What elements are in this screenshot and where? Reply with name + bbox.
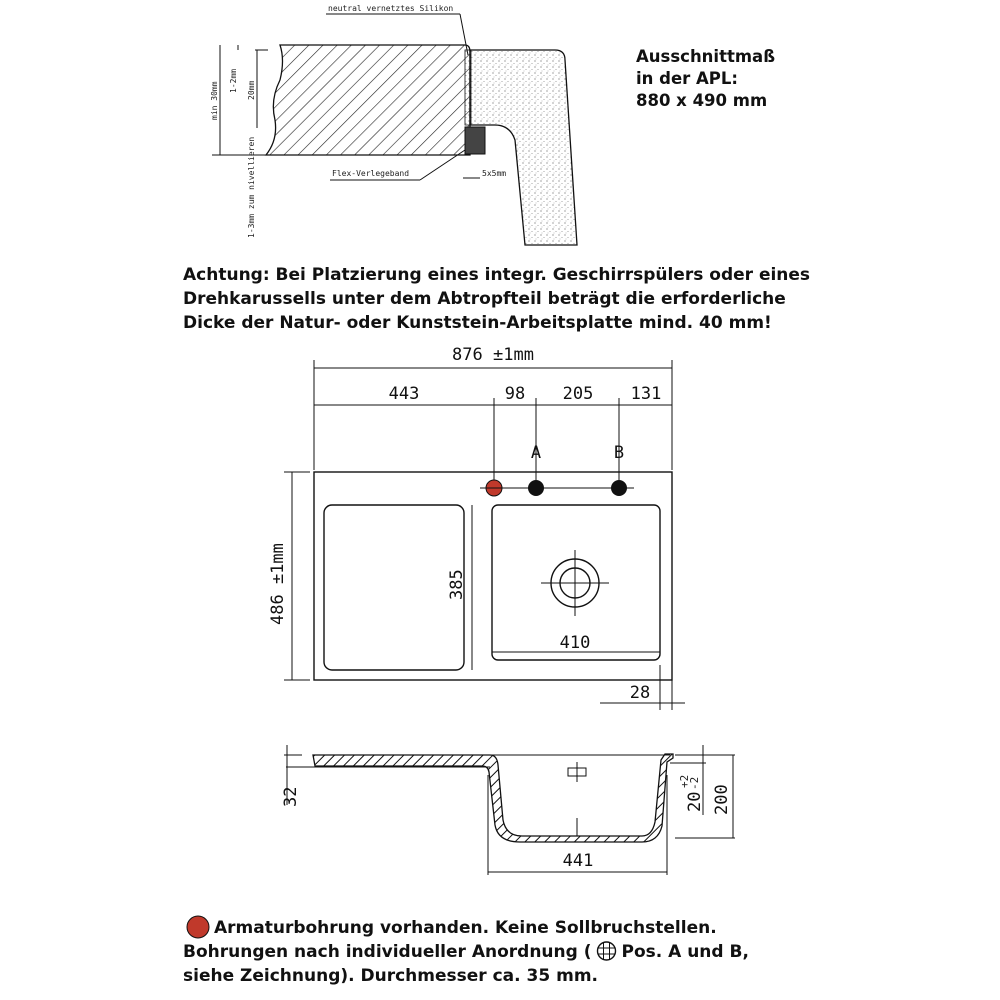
bowl-depth: 385 [447, 569, 467, 600]
warning-line3: Dicke der Natur- oder Kunststein-Arbeits… [183, 313, 772, 333]
position-a-label: A [531, 443, 541, 463]
dim-131: 131 [631, 384, 662, 404]
cutout-line1: Ausschnittmaß [636, 47, 775, 66]
edge-28: 28 [630, 683, 650, 703]
plan-dimensions: 876 ±1mm 443 98 205 131 A B [313, 345, 673, 480]
cutout-line2: in der APL: [636, 69, 738, 88]
thickness-label: 20mm [247, 81, 256, 100]
dim-443: 443 [389, 384, 420, 404]
total-width: 876 ±1mm [452, 345, 534, 365]
bowl-inner-441: 441 [563, 851, 594, 871]
footer-line1: Armaturbohrung vorhanden. Keine Sollbruc… [214, 918, 717, 938]
silicone-label: neutral vernetztes Silikon [328, 4, 453, 13]
sink-section-view: 32 20 +2 -2 200 441 [281, 745, 735, 875]
gap-label: 5x5mm [482, 169, 506, 178]
footer-line3: siehe Zeichnung). Durchmesser ca. 35 mm. [183, 966, 598, 986]
position-b-label: B [614, 443, 624, 463]
footer-notes: Armaturbohrung vorhanden. Keine Sollbruc… [183, 915, 749, 986]
footer-line2b: Pos. A und B, [622, 942, 749, 962]
overflow-20: 20 [685, 792, 705, 812]
min-thickness-label: min 30mm [210, 81, 219, 120]
tape-label: Flex-Verlegeband [332, 169, 409, 178]
gap-top-label: 1-2mm [229, 69, 238, 93]
drilling-position-icon [596, 941, 617, 961]
warning-line1: Achtung: Bei Platzierung eines integr. G… [183, 265, 810, 285]
warning-line2: Drehkarussells unter dem Abtropfteil bet… [183, 289, 786, 309]
dim-205: 205 [563, 384, 594, 404]
rim-32: 32 [281, 787, 301, 807]
level-label: 1-3mm zum nivellieren [247, 137, 256, 238]
footer-line2: Bohrungen nach individueller Anordnung ( [183, 942, 592, 962]
installation-detail: neutral vernetztes Silikon Flex-Verlegeb… [210, 4, 578, 246]
sink-plan-view: 486 ±1mm 385 410 28 [268, 471, 685, 710]
tolerance-minus: -2 [688, 777, 701, 790]
total-depth: 486 ±1mm [268, 543, 288, 625]
bowl-width: 410 [560, 633, 591, 653]
depth-200: 200 [712, 784, 732, 815]
cutout-dimensions: 880 x 490 mm [636, 91, 767, 110]
tap-hole-legend-icon [186, 915, 210, 939]
dim-98: 98 [505, 384, 525, 404]
tolerance-plus: +2 [678, 775, 691, 788]
